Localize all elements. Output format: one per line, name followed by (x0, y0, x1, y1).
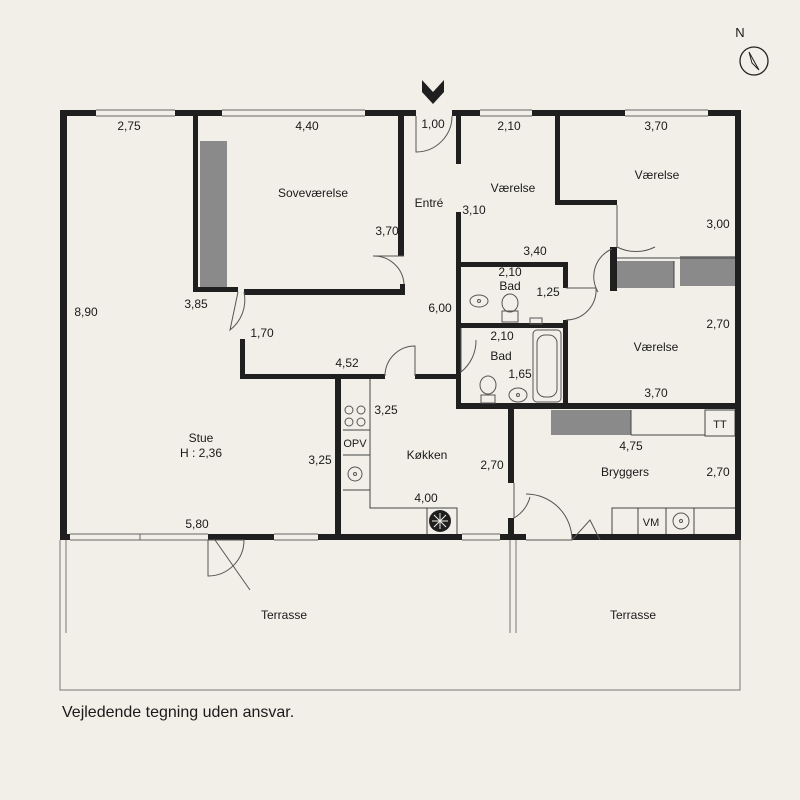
dimension: 4,52 (335, 356, 359, 370)
dimension: 3,40 (523, 244, 547, 258)
fixture-vm: VM (643, 517, 660, 529)
toilet-2-icon (479, 375, 497, 395)
compass-needle-outline (748, 51, 760, 71)
sanitary-fixtures (344, 293, 690, 530)
entrance-arrow-icon (422, 80, 444, 104)
fan-icon (429, 510, 451, 532)
dimension: 6,00 (428, 301, 452, 315)
counter-bryggers (551, 410, 631, 435)
terrace-outline (59, 540, 741, 691)
doors (207, 115, 656, 591)
room-stue: Stue (189, 431, 214, 445)
cabinets (200, 141, 735, 435)
dimension: 2,70 (480, 458, 504, 472)
windows (70, 109, 708, 541)
room-vaerelse-2: Værelse (635, 168, 680, 182)
dimension: 4,00 (414, 491, 438, 505)
dimension: 4,75 (619, 439, 643, 453)
dimension: 1,25 (536, 285, 560, 299)
room-terrasse-2: Terrasse (610, 608, 656, 622)
room-entre: Entré (415, 196, 444, 210)
walls (60, 110, 741, 540)
dimension: 1,70 (250, 326, 274, 340)
room-labels: Soveværelse Entré Værelse Værelse Værels… (180, 168, 680, 622)
sink-icon (469, 294, 489, 308)
dimension: 3,85 (184, 297, 208, 311)
sink-2-icon (508, 387, 528, 403)
wardrobe-sovevaerelse (200, 141, 227, 287)
dimension: 1,00 (421, 117, 445, 131)
dimension: 3,25 (374, 403, 398, 417)
stove-burner-icon (344, 405, 354, 415)
disclaimer-text: Vejledende tegning uden ansvar. (62, 704, 295, 721)
utility-sink-icon (672, 512, 690, 530)
dimension: 3,00 (706, 217, 730, 231)
dimension: 2,10 (490, 329, 514, 343)
compass: N (735, 25, 769, 76)
dimension: 2,10 (498, 265, 522, 279)
dimension: 3,10 (462, 203, 486, 217)
room-kokken: Køkken (407, 448, 448, 462)
dimension-labels: 2,75 4,40 1,00 2,10 3,70 3,70 3,10 3,00 … (74, 117, 730, 531)
compass-ring (739, 46, 769, 76)
dimension: 4,40 (295, 119, 319, 133)
room-bad-1: Bad (499, 279, 520, 293)
dimension: 1,65 (508, 367, 532, 381)
bathtub-icon (532, 329, 562, 403)
kitchen-sink-icon (347, 466, 363, 482)
dimension: 3,70 (375, 224, 399, 238)
room-bryggers: Bryggers (601, 465, 649, 479)
dimension: 2,10 (497, 119, 521, 133)
fixture-opv: OPV (343, 438, 367, 450)
dimension: 8,90 (74, 305, 98, 319)
room-vaerelse-3: Værelse (634, 340, 679, 354)
room-stue-height: H : 2,36 (180, 446, 222, 460)
dimension: 3,25 (308, 453, 332, 467)
fixture-lines (343, 257, 736, 537)
dimension: 3,70 (644, 119, 668, 133)
fixture-labels: OPV TT VM (343, 419, 727, 529)
dimension: 3,70 (644, 386, 668, 400)
wardrobe-vaerelse-right (680, 256, 735, 286)
room-vaerelse-1: Værelse (491, 181, 536, 195)
room-sovevaerelse: Soveværelse (278, 186, 348, 200)
north-label: N (735, 25, 744, 40)
fixture-tt: TT (713, 419, 727, 431)
dimension: 2,70 (706, 317, 730, 331)
dimension: 2,75 (117, 119, 141, 133)
toilet-icon (501, 310, 519, 323)
dimension: 5,80 (185, 517, 209, 531)
wardrobe-vaerelse-left (617, 261, 674, 288)
room-bad-2: Bad (490, 349, 511, 363)
room-terrasse-1: Terrasse (261, 608, 307, 622)
dimension: 2,70 (706, 465, 730, 479)
